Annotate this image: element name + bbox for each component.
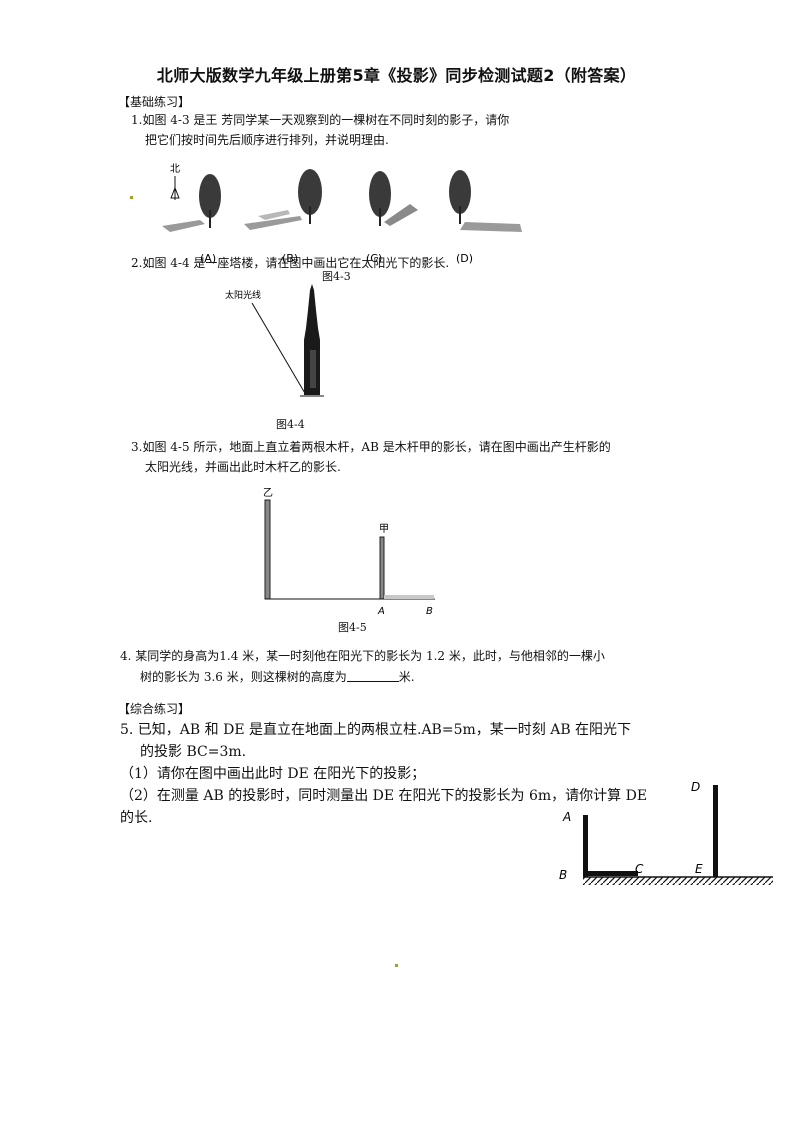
pole-yi-label: 乙 (263, 487, 273, 499)
tree-b-label: (B) (282, 252, 298, 265)
tree-c-label: (C) (366, 252, 382, 265)
q5-line5: 的长. (120, 810, 153, 826)
point-b-label: B (559, 868, 567, 882)
tree-c-crown (369, 171, 391, 217)
tree-d (449, 170, 522, 232)
tree-b-shadow (244, 216, 302, 230)
q4-line2-before: 树的影长为 3.6 米，则这棵树的高度为 (140, 670, 347, 684)
point-d-label: D (691, 780, 700, 794)
figure-4-3-trees: 北 (A) (B) (C) (D) (162, 163, 522, 265)
point-a-label: A (562, 810, 571, 824)
q4-line2-after: 米. (398, 670, 415, 684)
tree-a-crown (199, 174, 221, 218)
q5-line1: 5. 已知，AB 和 DE 是直立在地面上的两根立柱.AB=5m，某一时刻 AB… (120, 722, 632, 738)
stray-dot-bottom (395, 964, 398, 967)
stray-dot (130, 196, 133, 199)
q5-line2: 的投影 BC=3m. (140, 744, 247, 760)
answer-blank[interactable] (346, 669, 399, 682)
q4-line1: 4. 某同学的身高为1.4 米，某一时刻他在阳光下的影长为 1.2 米，此时，与… (120, 649, 605, 663)
section-basic-heading: 【基础练习】 (118, 95, 191, 109)
point-b-label: B (426, 606, 433, 617)
q5-line3: （1）请你在图中画出此时 DE 在阳光下的投影； (120, 766, 426, 782)
section-comprehensive-heading: 【综合练习】 (118, 702, 191, 716)
tree-c-shadow (384, 204, 418, 226)
tree-a (162, 174, 221, 232)
figure-4-3-caption: 图4-3 (322, 270, 351, 283)
pole-jia-label: 甲 (379, 524, 389, 535)
q5-line4: （2）在测量 AB 的投影时，同时测量出 DE 在阳光下的投影长为 6m，请你计… (120, 788, 648, 804)
north-arrow-icon (170, 186, 180, 199)
figure-4-5-caption: 图4-5 (338, 621, 367, 634)
tree-b-crown (298, 169, 322, 215)
tower-detail (310, 350, 316, 388)
north-label: 北 (170, 163, 180, 175)
q4-line2: 树的影长为 3.6 米，则这棵树的高度为 米. (140, 667, 415, 687)
pole-jia (379, 536, 385, 600)
point-e-label: E (695, 862, 703, 876)
page-title: 北师大版数学九年级上册第5章《投影》同步检测试题2（附答案） (156, 66, 637, 85)
figure-q5-pillars: A B C D E (559, 780, 773, 885)
tree-d-shadow (460, 222, 522, 232)
shadow-ab (384, 595, 434, 599)
ground-hatch (583, 877, 773, 885)
sunlight-ray (251, 302, 307, 396)
tree-b-shadow-extra (258, 210, 290, 220)
pillar-de (713, 785, 718, 877)
pole-yi (264, 499, 271, 600)
tree-a-label: (A) (200, 252, 216, 265)
shadow-bc (588, 871, 638, 876)
pillar-ab (583, 815, 588, 877)
tree-a-shadow (162, 220, 205, 232)
tree-d-crown (449, 170, 471, 214)
figure-4-5-poles: 乙 甲 A B (263, 487, 435, 617)
tree-c (369, 171, 418, 226)
figure-4-4-tower: 太阳光线 (225, 284, 324, 397)
q3-line1: 3.如图 4-5 所示，地面上直立着两根木杆，AB 是木杆甲的影长，请在图中画出… (131, 440, 611, 454)
tree-b (244, 169, 322, 230)
figure-4-4-caption: 图4-4 (276, 418, 305, 431)
tree-d-label: (D) (456, 252, 473, 265)
q1-line1: 1.如图 4-3 是王 芳同学某一天观察到的一棵树在不同时刻的影子，请你 (131, 113, 510, 127)
point-a-label: A (377, 606, 385, 617)
point-c-label: C (635, 862, 644, 876)
q2-text: 2.如图 4-4 是一座塔楼，请在图中画出它在太阳光下的影长. (131, 256, 450, 270)
sunlight-label: 太阳光线 (225, 289, 261, 301)
q1-line2: 把它们按时间先后顺序进行排列，并说明理由. (145, 133, 389, 147)
q3-line2: 太阳光线，并画出此时木杆乙的影长. (145, 460, 341, 474)
